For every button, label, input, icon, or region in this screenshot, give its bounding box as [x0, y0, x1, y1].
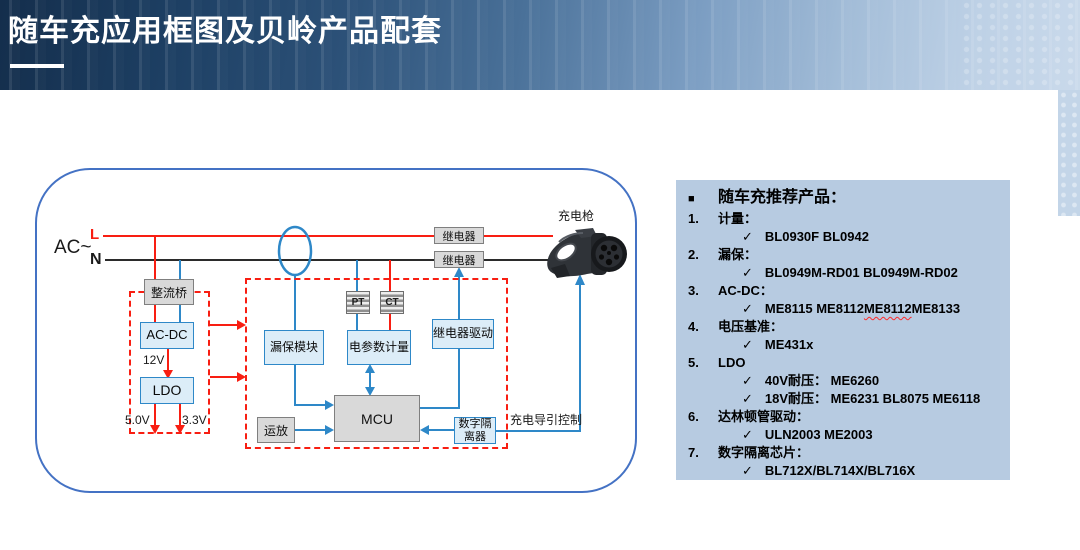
product-check-line: ✓ ME8115 ME8112 ME8112 ME8133	[742, 301, 961, 316]
right-edge-decoration	[1058, 90, 1080, 216]
product-item: 2. 漏保：	[688, 247, 758, 262]
product-item: 1. 计量：	[688, 211, 758, 226]
product-check-line: ✓ 18V耐压： ME6231 BL8075 ME6118	[742, 391, 981, 406]
product-check-line: ✓ BL0949M-RD01 BL0949M-RD02	[742, 265, 958, 280]
check-icon: ✓	[742, 229, 753, 244]
title-underline	[10, 64, 64, 68]
pt-transformer-box: PT	[346, 291, 370, 314]
pilot-control-label: 充电导引控制	[510, 413, 583, 427]
header-banner: 随车充应用框图及贝岭产品配套	[0, 0, 1080, 90]
right-edge-dots	[1058, 90, 1080, 216]
product-check-line: ✓ BL0930F BL0942	[742, 229, 869, 244]
ct-transformer-box: CT	[380, 291, 404, 314]
panel-title: 随车充推荐产品：	[718, 189, 847, 206]
product-check-line: ✓ 40V耐压： ME6260	[742, 373, 880, 388]
digital-isolator-box: 数字隔 离器	[454, 417, 496, 444]
check-icon: ✓	[742, 265, 753, 280]
product-item: 6. 达林顿管驱动：	[688, 409, 810, 424]
digital-isolator-line2: 离器	[464, 430, 486, 443]
mcu-box: MCU	[334, 395, 420, 442]
header-hexdot-decoration	[960, 0, 1080, 90]
panel-header: ■ 随车充推荐产品：	[688, 187, 1000, 210]
square-bullet-icon: ■	[688, 193, 695, 205]
check-icon: ✓	[742, 337, 753, 352]
control-dashed-group	[245, 278, 508, 449]
metering-box: 电参数计量	[347, 330, 411, 365]
rectifier-bridge-box: 整流桥	[144, 279, 194, 305]
check-icon: ✓	[742, 301, 753, 316]
relay-driver-box: 继电器驱动	[432, 319, 494, 349]
line-l-label: L	[90, 226, 100, 243]
digital-isolator-line1: 数字隔	[458, 418, 492, 431]
relay2-box: 继电器	[434, 251, 484, 268]
opamp-box: 运放	[257, 417, 295, 443]
v5-label: 5.0V	[125, 413, 150, 427]
ac-source-label: AC~	[54, 237, 92, 258]
check-icon: ✓	[742, 427, 753, 442]
check-icon: ✓	[742, 391, 753, 406]
charging-gun-label: 充电枪	[558, 209, 595, 223]
v12-label: 12V	[143, 353, 165, 367]
misspelled-chip: ME8112	[863, 301, 912, 316]
product-check-line: ✓ ME431x	[742, 337, 814, 352]
product-item: 7. 数字隔离芯片：	[688, 445, 810, 460]
leakage-protection-box: 漏保模块	[264, 330, 324, 365]
page-title: 随车充应用框图及贝岭产品配套	[8, 15, 442, 48]
relay1-box: 继电器	[434, 227, 484, 244]
charging-gun-image	[547, 228, 627, 278]
line-n-label: N	[90, 251, 102, 268]
diagram-lines	[103, 225, 585, 435]
v33-label: 3.3V	[182, 413, 207, 427]
product-recommendation-panel: ■ 随车充推荐产品： 1. 计量： ✓ BL0930F BL0942 2. 漏保…	[676, 180, 1010, 480]
check-icon: ✓	[742, 463, 753, 478]
header-streaks-decoration	[0, 0, 1080, 90]
product-item: 5. LDO	[688, 355, 746, 370]
check-icon: ✓	[742, 373, 753, 388]
product-item: 3. AC-DC：	[688, 283, 773, 298]
acdc-box: AC-DC	[140, 322, 194, 349]
ldo-box: LDO	[140, 377, 194, 404]
product-check-line: ✓ ULN2003 ME2003	[742, 427, 873, 442]
block-diagram: AC~ L N 整流桥 AC-DC LDO 12V 5.0V 3.3V 漏保模块…	[35, 168, 637, 493]
product-check-line: ✓ BL712X/BL714X/BL716X	[742, 463, 916, 478]
product-item: 4. 电压基准：	[688, 319, 784, 334]
